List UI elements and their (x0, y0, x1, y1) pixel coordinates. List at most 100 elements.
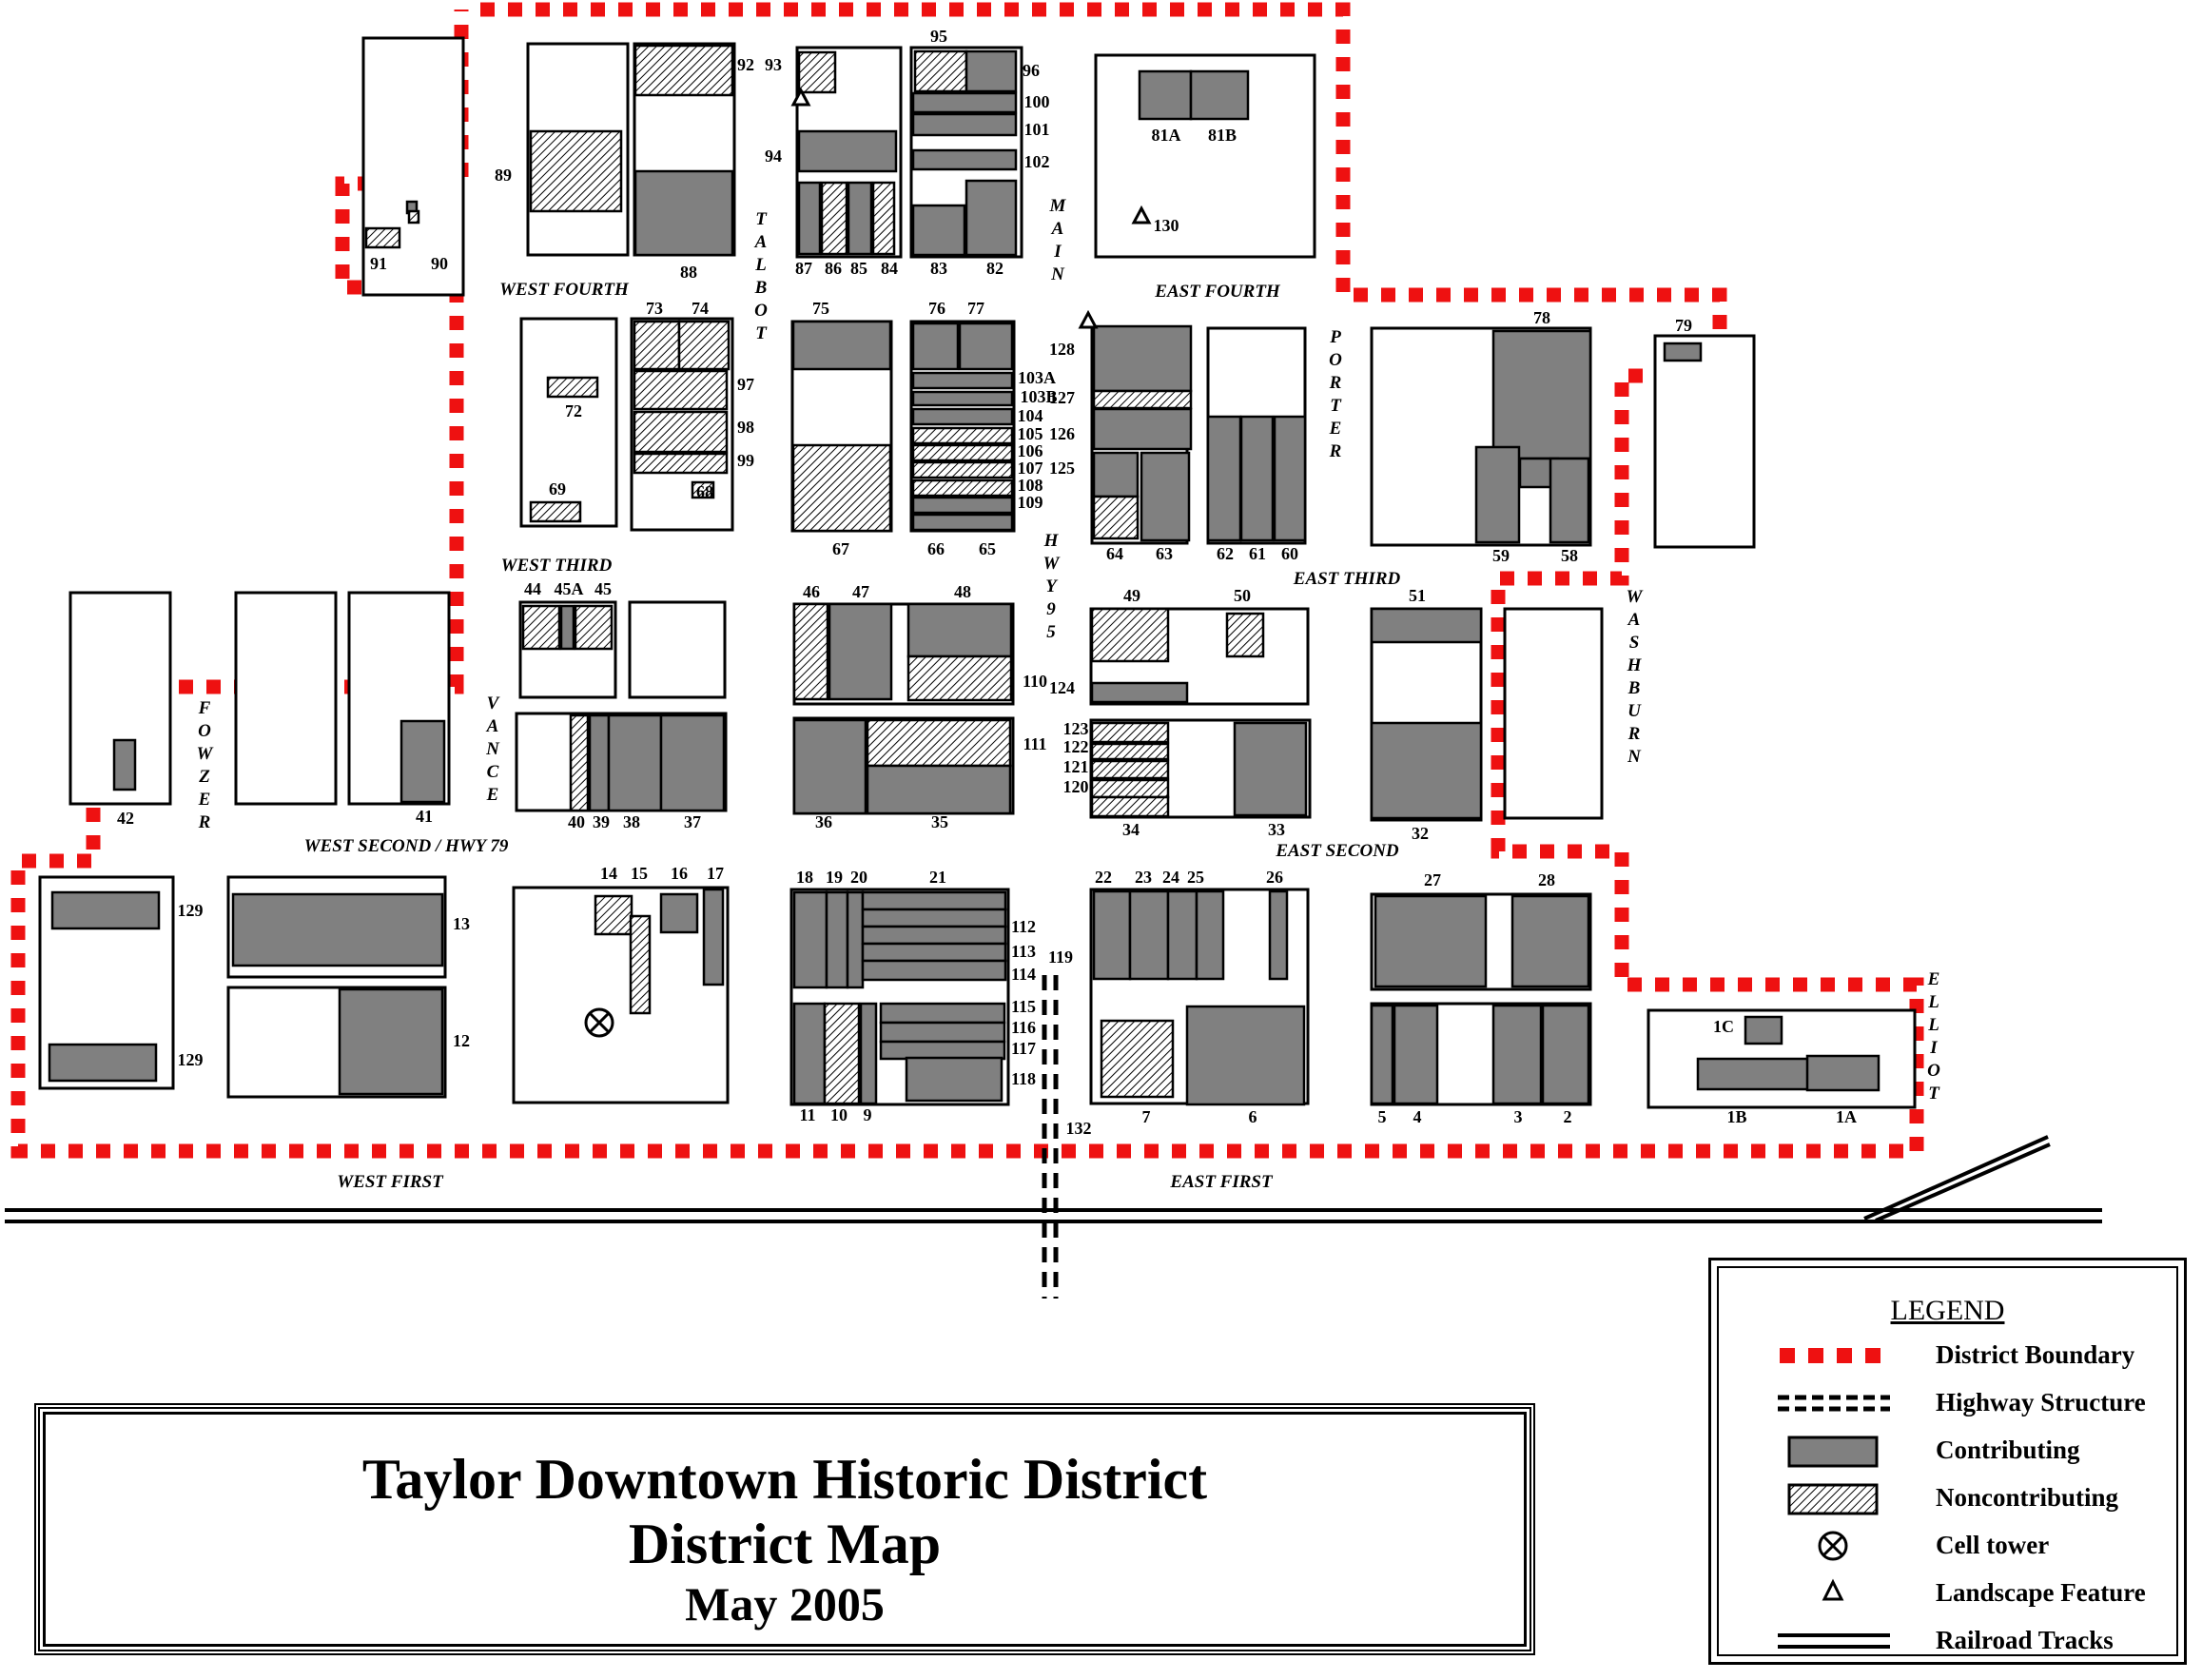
contributing-building (1239, 415, 1275, 542)
noncontributing-building (911, 460, 1014, 479)
contributing-building (702, 888, 725, 987)
railroad-tracks-icon (1778, 1633, 1890, 1649)
map-title-box: Taylor Downtown Historic District Distri… (34, 1403, 1535, 1655)
landscape-feature-icon (1078, 309, 1099, 329)
city-block (519, 317, 618, 528)
property-number-label: 132 (1066, 1119, 1092, 1138)
contributing-building (911, 148, 1018, 171)
contributing-building (879, 1021, 1006, 1044)
contributing-building (958, 322, 1014, 371)
noncontributing-building (633, 44, 734, 97)
city-block (1503, 607, 1604, 820)
property-number-label: 66 (927, 539, 945, 558)
noncontributing-building (823, 1002, 861, 1105)
contributing-building (911, 496, 1014, 515)
noncontributing-building (871, 181, 896, 256)
contributing-building (1090, 681, 1189, 704)
contributing-building (1491, 1004, 1543, 1105)
contributing-building (1393, 1004, 1439, 1105)
property-number-label: 92 (737, 55, 754, 74)
noncontributing-building (1092, 495, 1140, 540)
property-number-label: 23 (1135, 868, 1152, 887)
property-number-label: 59 (1492, 546, 1510, 565)
contributing-building (861, 925, 1007, 946)
contributing-building (1696, 1057, 1814, 1091)
property-number-label: 103A (1018, 368, 1056, 387)
property-number-label: 46 (803, 582, 820, 601)
contributing-building (1370, 1004, 1394, 1105)
contributing-building (1092, 889, 1132, 981)
legend-item-noncontributing: Noncontributing (1719, 1479, 2176, 1517)
property-number-label: 111 (1023, 734, 1046, 753)
legend-heading: LEGEND (1890, 1295, 2005, 1326)
noncontributing-building (911, 479, 1014, 498)
property-number-label: 72 (565, 401, 582, 420)
railroad-spur (1863, 1135, 2049, 1221)
property-number-label: 10 (830, 1105, 848, 1124)
contributing-building (399, 719, 446, 804)
property-number-label: 110 (1023, 672, 1047, 691)
contributing-building (1092, 407, 1193, 451)
property-number-label: 11 (799, 1105, 815, 1124)
property-number-label: 27 (1424, 870, 1441, 889)
legend-label: Contributing (1936, 1436, 2080, 1464)
noncontributing-building (529, 129, 623, 213)
street-label-east-fourth: EAST FOURTH (1154, 282, 1281, 302)
street-label-west-fourth: WEST FOURTH (499, 280, 630, 300)
contributing-building (965, 49, 1018, 93)
noncontributing-building (546, 376, 599, 399)
legend-item-landscape-feature: Landscape Feature (1719, 1574, 2176, 1612)
property-number-label: 44 (524, 579, 541, 598)
map-symbols (584, 87, 1152, 1038)
property-number-label: 7 (1142, 1107, 1151, 1126)
legend-item-contributing: Contributing (1719, 1432, 2176, 1470)
landscape-feature-icon (1822, 1578, 1844, 1601)
property-number-label: 93 (765, 55, 782, 74)
contributing-building (1491, 329, 1592, 460)
legend-label: District Boundary (1936, 1340, 2135, 1369)
property-number-label: 78 (1533, 308, 1550, 327)
property-number-label: 21 (929, 868, 946, 887)
contributing-building (1092, 324, 1193, 393)
city-block (628, 600, 727, 699)
property-number-label: 64 (1106, 544, 1123, 563)
property-number-label: 35 (931, 812, 948, 831)
noncontributing-building (1090, 742, 1170, 761)
property-number-label: 45 (594, 579, 612, 598)
noncontributing-building (594, 894, 633, 936)
property-number-label: 1A (1836, 1107, 1857, 1126)
contributing-building (1092, 451, 1140, 498)
legend-item-cell-tower: Cell tower (1719, 1527, 2176, 1565)
contributing-building (861, 908, 1007, 928)
property-number-label: 109 (1018, 493, 1043, 512)
property-number-label: 26 (1266, 868, 1283, 887)
contributing-building (607, 713, 663, 812)
highway-structure (1042, 975, 1059, 1299)
property-number-label: 2 (1564, 1107, 1572, 1126)
property-number-label: 41 (416, 807, 433, 826)
contributing-building (911, 322, 960, 371)
contributing-building (559, 604, 575, 651)
noncontributing-swatch-icon (1787, 1483, 1879, 1515)
noncontributing-building (677, 320, 731, 371)
property-number-label: 127 (1049, 388, 1075, 407)
contributing-building (879, 1002, 1006, 1025)
property-number-label: 89 (495, 166, 512, 185)
property-number-label: 42 (117, 809, 134, 828)
property-number-label: 51 (1409, 586, 1426, 605)
noncontributing-building (1090, 759, 1170, 780)
property-number-label: 22 (1095, 868, 1112, 887)
landscape-feature-icon (1131, 205, 1152, 225)
street-label-west-third: WEST THIRD (501, 556, 613, 576)
map-subtitle: District Map (628, 1513, 942, 1575)
property-number-label: 67 (832, 539, 849, 558)
noncontributing-building (629, 914, 652, 1015)
contributing-building (1370, 721, 1483, 820)
legend-item-highway-structure: Highway Structure (1719, 1384, 2176, 1422)
property-number-label: 76 (928, 299, 945, 318)
property-number-label: 9 (864, 1105, 872, 1124)
map-date: May 2005 (685, 1577, 885, 1631)
noncontributing-building (569, 713, 590, 812)
